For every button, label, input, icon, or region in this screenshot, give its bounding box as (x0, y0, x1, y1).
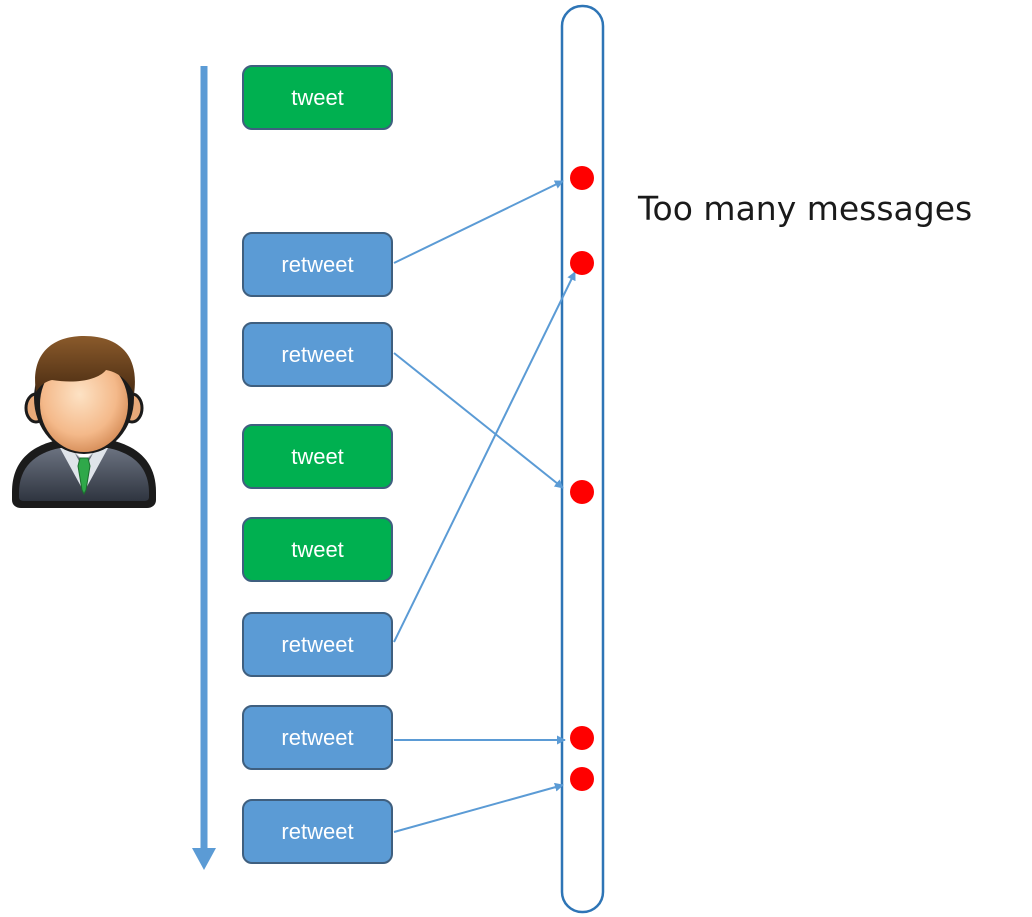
message-box-body (242, 799, 393, 864)
message-box: retweet (242, 612, 393, 677)
message-box: retweet (242, 799, 393, 864)
message-box-body (242, 517, 393, 582)
message-label: retweet (281, 252, 353, 277)
message-box: retweet (242, 322, 393, 387)
connector-arrow (393, 271, 576, 643)
message-box: tweet (242, 517, 393, 582)
connector-arrow (393, 180, 564, 264)
message-box-body (242, 232, 393, 297)
message-box: tweet (242, 424, 393, 489)
message-label: retweet (281, 632, 353, 657)
connector-arrows (393, 180, 576, 833)
event-dot (570, 767, 594, 791)
event-dot (570, 726, 594, 750)
message-label: tweet (291, 537, 344, 562)
caption-text: Too many messages (637, 189, 972, 228)
message-box: retweet (242, 705, 393, 770)
message-box-body (242, 705, 393, 770)
connector-arrow (393, 352, 564, 489)
message-label: tweet (291, 85, 344, 110)
connector-arrow (393, 782, 564, 833)
timeline-arrow (192, 66, 216, 870)
message-box-body (242, 322, 393, 387)
message-label: retweet (281, 342, 353, 367)
event-dot (570, 480, 594, 504)
message-box-body (242, 424, 393, 489)
event-dot (570, 251, 594, 275)
message-label: tweet (291, 444, 344, 469)
message-list: tweet retweet retweet tweet tweet retwee… (242, 65, 393, 864)
message-box: tweet (242, 65, 393, 130)
message-label: retweet (281, 725, 353, 750)
message-box: retweet (242, 232, 393, 297)
message-label: retweet (281, 819, 353, 844)
message-channel (560, 4, 605, 914)
businessman-avatar-icon (12, 336, 156, 508)
event-dot (570, 166, 594, 190)
timeline-arrowhead (192, 848, 216, 870)
message-box-body (242, 65, 393, 130)
message-box-body (242, 612, 393, 677)
event-dots (570, 166, 594, 791)
